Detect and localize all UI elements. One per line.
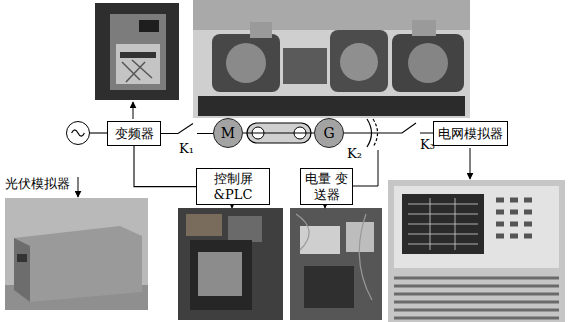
wire [243, 132, 314, 133]
motor-photo [212, 34, 280, 92]
photo-arrow [78, 177, 79, 197]
process-box: 变频器 [107, 121, 161, 146]
process-box: 电网模拟器 [433, 121, 508, 146]
transmitter-unit [300, 226, 340, 254]
display-grid [408, 198, 478, 250]
touch-screen [198, 252, 242, 296]
node-label: 变频器 [115, 126, 154, 142]
ac-symbol [67, 122, 89, 144]
wires-photo [122, 60, 152, 82]
front-panel [394, 186, 559, 268]
photo-arrow [133, 102, 134, 119]
inverter-housing [110, 14, 166, 90]
keypad [496, 200, 532, 236]
plc-module [228, 216, 262, 242]
motor-photo [392, 34, 464, 92]
plc-board [186, 214, 222, 236]
node-label: 光伏模拟器 [5, 176, 70, 192]
switch-label: K₃ [420, 137, 435, 152]
motor-circle: M [213, 118, 243, 148]
motor-end [408, 43, 448, 83]
grid-simulator-photo [388, 180, 565, 322]
transmitter-photo [290, 208, 382, 320]
touch-panel [190, 240, 252, 310]
node-label: 电网模拟器 [438, 126, 503, 142]
node-label: 电量 变送器 [304, 171, 349, 202]
process-box: 控制屏 &PLC [196, 168, 270, 205]
terminal-box [412, 20, 436, 36]
inverter-panel [116, 44, 160, 84]
photo-arrow [470, 148, 471, 179]
terminal-board [304, 266, 354, 308]
generator-end [340, 43, 378, 81]
control-photo [178, 208, 283, 320]
node-label: M [221, 125, 235, 142]
bench [198, 96, 465, 116]
wire [90, 132, 107, 133]
source-circle: 光伏模拟器 [66, 121, 90, 145]
grid-display [402, 194, 484, 254]
terminal-box [250, 22, 272, 38]
node-label: G [323, 125, 334, 142]
sine-wave [72, 130, 85, 136]
vents [394, 278, 559, 318]
pv-simulator-photo [5, 198, 148, 310]
generator-photo [330, 30, 388, 92]
inverter-display [139, 20, 159, 32]
wire [344, 123, 433, 133]
switch-label: K₁ [179, 141, 194, 156]
pv-simulator-front [14, 238, 30, 302]
motor-end [226, 43, 266, 83]
process-box: 电量 变送器 [300, 168, 353, 205]
switch-label: K₂ [347, 146, 362, 161]
node-label: 控制屏 &PLC [200, 171, 266, 202]
wires-photo [296, 214, 372, 300]
motor-set-photo [193, 0, 470, 118]
coupling-photo [283, 48, 327, 84]
wire [161, 124, 213, 134]
pv-simulator-case [14, 226, 142, 302]
inverter-photo [95, 3, 179, 100]
pv-display [17, 254, 27, 262]
terminal-strip [120, 52, 156, 58]
generator-circle: G [314, 118, 344, 148]
